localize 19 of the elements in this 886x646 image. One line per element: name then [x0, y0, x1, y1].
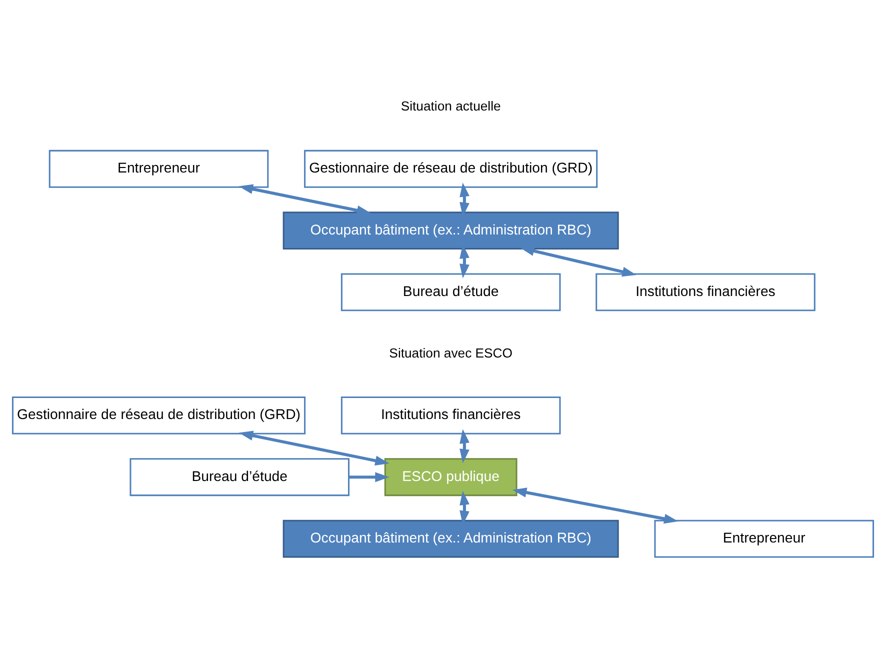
arrow: [512, 488, 678, 524]
node-box: Gestionnaire de réseau de distribution (GRD): [12, 396, 306, 434]
arrow: [238, 184, 372, 216]
label: Situation actuelle: [400, 98, 501, 114]
node-box: Occupant bâtiment (ex.: Administration RBC): [282, 520, 619, 558]
label: Situation avec ESCO: [389, 345, 512, 360]
node-box: Bureau d’étude: [130, 458, 350, 496]
node-box: Institutions financières: [340, 396, 561, 434]
node-box: Bureau d’étude: [340, 273, 561, 312]
arrow: [520, 246, 636, 277]
node-box: Institutions financières: [596, 273, 816, 312]
arrow: [238, 430, 390, 466]
node-box: Entrepreneur: [48, 150, 269, 188]
node-box: ESCO publique: [384, 458, 518, 496]
node-box: Entrepreneur: [654, 520, 874, 558]
node-box: Occupant bâtiment (ex.: Administration RBC): [282, 212, 619, 250]
arrow: [460, 429, 470, 464]
node-box: Gestionnaire de réseau de distribution (GRD): [304, 150, 598, 188]
arrow: [348, 472, 390, 482]
